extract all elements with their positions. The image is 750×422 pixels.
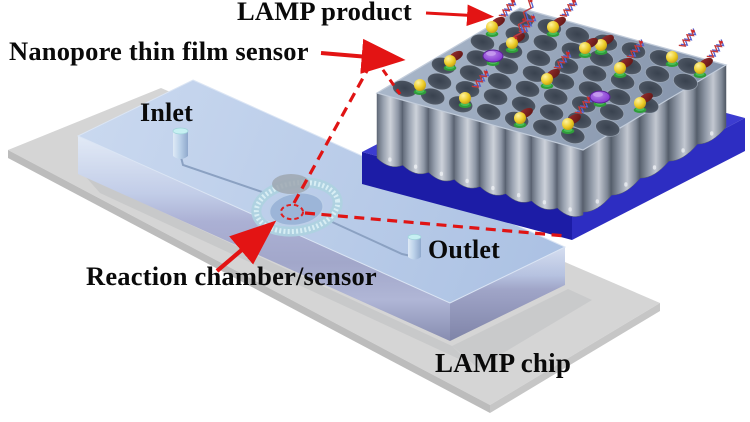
label-nanopore-sensor: Nanopore thin film sensor [9, 36, 309, 66]
label-lamp-product: LAMP product [237, 0, 412, 26]
label-outlet: Outlet [428, 235, 500, 264]
outlet-port [407, 234, 422, 260]
chamber-dashed-circle [280, 203, 304, 221]
nanopore-right-face [582, 64, 727, 213]
inlet-channel [180, 156, 269, 195]
arrow-lamp-product [425, 4, 495, 27]
chip-shadow [85, 176, 472, 365]
chamber-bump [272, 174, 310, 194]
detection-particles [413, 0, 725, 134]
nanopore-left-face [376, 92, 584, 217]
label-inlet: Inlet [140, 98, 193, 127]
arrow-nanopore-sensor [320, 38, 406, 74]
nanopore-array-3d [362, 0, 745, 240]
annotation-arrows [215, 4, 495, 273]
inlet-port [172, 127, 189, 159]
label-reaction-chamber: Reaction chamber/sensor [86, 261, 377, 291]
label-lamp-chip: LAMP chip [435, 348, 572, 378]
reaction-chamber [251, 174, 343, 237]
arrow-reaction-chamber [215, 220, 277, 273]
lamp-product-strand [513, 0, 534, 40]
chip-front-right-face [450, 247, 565, 341]
